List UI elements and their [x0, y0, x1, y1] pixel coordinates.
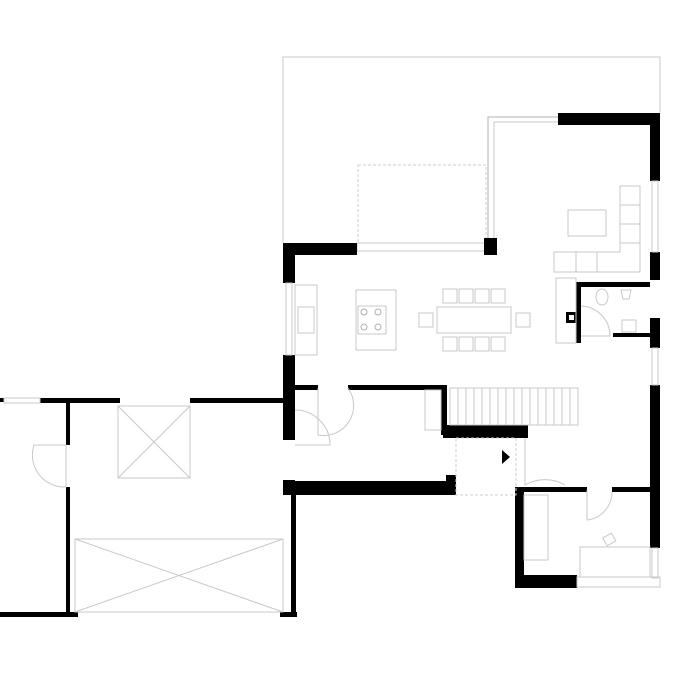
sliding-window	[356, 242, 486, 252]
car-space	[74, 538, 284, 613]
wardrobe	[555, 277, 577, 344]
office-furniture	[523, 494, 651, 578]
kitchen-island	[355, 289, 397, 351]
desk	[579, 546, 651, 578]
terrace-outline	[282, 56, 661, 252]
coffee-table	[567, 209, 607, 237]
shelf	[523, 494, 549, 561]
kitchen	[294, 284, 397, 356]
chair-icon	[601, 532, 617, 547]
door-garage[interactable]	[31, 444, 67, 488]
sink-icon	[297, 306, 315, 334]
sink-icon	[620, 289, 632, 300]
door-bathroom[interactable]	[580, 305, 611, 337]
living-sofa	[553, 185, 641, 344]
staircase	[424, 387, 579, 496]
garage	[74, 405, 284, 613]
walls	[0, 113, 660, 617]
door-entrance-side[interactable]	[294, 409, 331, 446]
entrance-arrow-icon	[502, 450, 510, 464]
door-front[interactable]	[524, 438, 566, 486]
bathroom-fixtures	[595, 288, 637, 333]
toilet-icon	[595, 288, 609, 306]
washbasin-icon	[621, 319, 637, 333]
door-hallway[interactable]	[317, 387, 355, 437]
windows	[3, 180, 661, 588]
doors[interactable]	[31, 305, 613, 521]
dining-table	[418, 288, 531, 352]
kitchen-counter	[294, 284, 318, 356]
door-office[interactable]	[586, 490, 613, 521]
cooktop-icon	[357, 305, 387, 335]
glass-facade	[487, 116, 558, 245]
terrace-pergola	[357, 164, 487, 244]
skylight	[117, 405, 191, 479]
